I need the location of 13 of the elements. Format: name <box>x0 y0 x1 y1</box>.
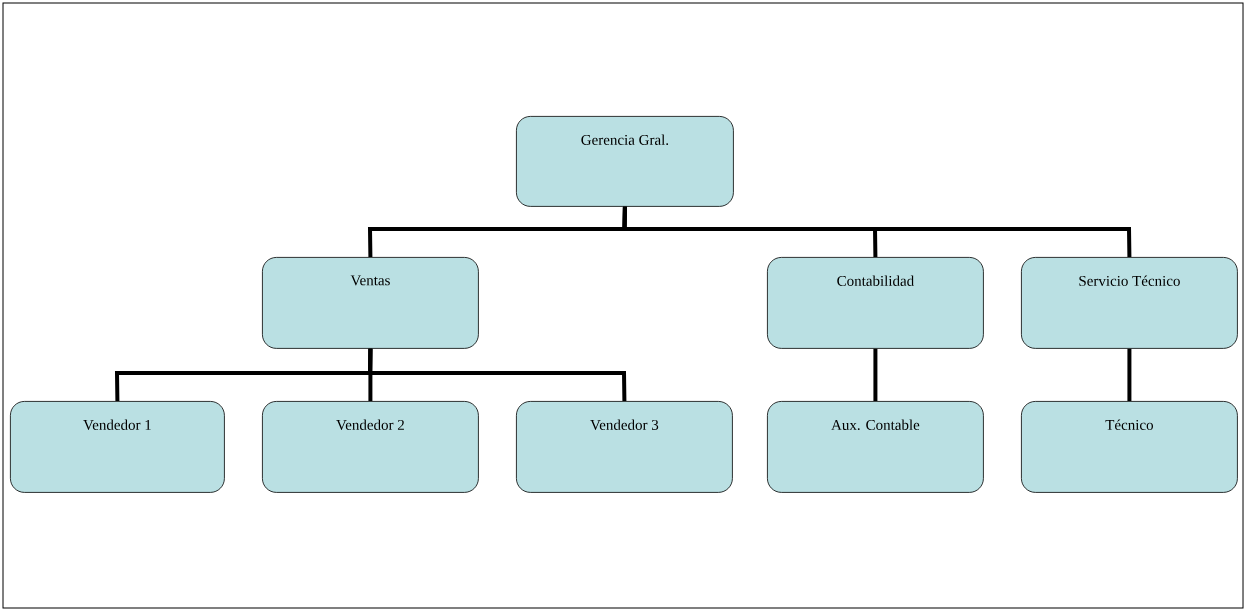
connector-line <box>367 348 627 402</box>
org-box: Vendedor 1 <box>10 401 225 493</box>
connector-line <box>622 206 1132 258</box>
org-box: Ventas <box>262 257 479 349</box>
connector-line <box>1127 348 1132 401</box>
org-box: Servicio Técnico <box>1021 257 1238 349</box>
org-box: Gerencia Gral. <box>516 116 734 207</box>
connector-line <box>873 348 878 401</box>
org-box: Vendedor 3 <box>516 401 733 493</box>
org-box: Aux. Contable <box>767 401 984 493</box>
org-box: Técnico <box>1021 401 1238 493</box>
org-box: Vendedor 2 <box>262 401 479 493</box>
org-box: Contabilidad <box>767 257 984 349</box>
